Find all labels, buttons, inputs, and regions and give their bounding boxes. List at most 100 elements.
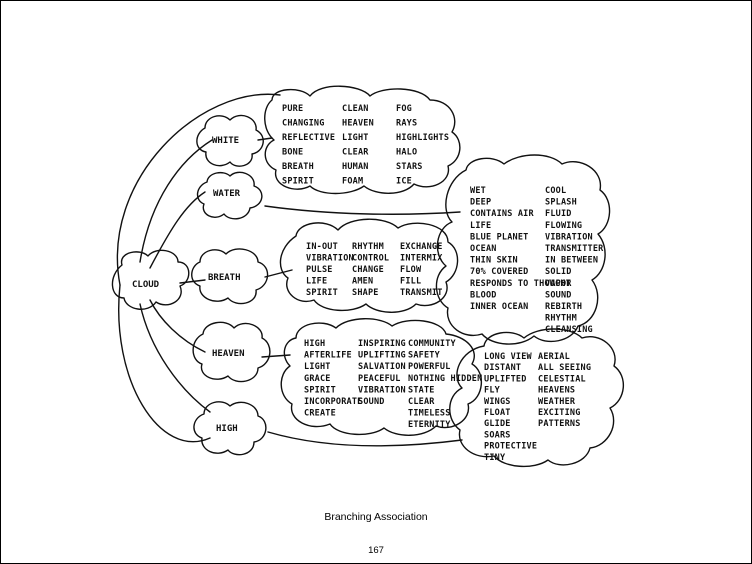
- word-breath-1: VIBRATION: [306, 254, 354, 264]
- word-heaven-20: ETERNITY: [408, 420, 451, 430]
- word-heaven-6: CREATE: [304, 409, 336, 419]
- word-high-1: DISTANT: [484, 363, 521, 373]
- word-high-2: UPLIFTED: [484, 374, 527, 384]
- word-breath-8: AMEN: [352, 277, 373, 287]
- word-heaven-14: SAFETY: [408, 351, 441, 361]
- word-water-3: LIFE: [470, 221, 491, 231]
- word-water-0: WET: [470, 186, 486, 196]
- word-high-10: AERIAL: [538, 352, 570, 362]
- word-water-2: CONTAINS AIR: [470, 209, 534, 219]
- word-water-11: COOL: [545, 186, 566, 196]
- branch-label-breath: BREATH: [208, 273, 241, 283]
- branch-label-water: WATER: [213, 189, 241, 199]
- word-water-8: RESPONDS TO THOUGHT: [470, 279, 571, 289]
- word-breath-7: CHANGE: [352, 265, 384, 275]
- word-breath-13: FILL: [400, 277, 421, 287]
- word-breath-4: SPIRIT: [306, 288, 338, 298]
- word-heaven-7: INSPIRING: [358, 339, 406, 349]
- connector-heaven-words: [261, 354, 291, 358]
- word-water-9: BLOOD: [470, 290, 497, 300]
- word-high-6: GLIDE: [484, 419, 511, 429]
- word-high-13: HEAVENS: [538, 386, 575, 396]
- word-heaven-12: SOUND: [358, 397, 385, 407]
- word-heaven-10: PEACEFUL: [358, 374, 401, 384]
- branch-label-white: WHITE: [212, 136, 239, 146]
- word-water-17: IN BETWEEN: [545, 256, 598, 266]
- word-breath-2: PULSE: [306, 265, 333, 275]
- connector-outer-arc-bottom: [118, 284, 211, 443]
- word-white-15: HALO: [396, 148, 417, 158]
- word-white-8: LIGHT: [342, 133, 369, 143]
- word-high-0: LONG VIEW: [484, 352, 533, 362]
- word-heaven-8: UPLIFTING: [358, 351, 406, 361]
- word-heaven-19: TIMELESS: [408, 409, 451, 419]
- word-high-5: FLOAT: [484, 408, 511, 418]
- word-breath-0: IN-OUT: [306, 242, 338, 252]
- word-cloud-high: [449, 328, 624, 467]
- word-water-12: SPLASH: [545, 198, 577, 208]
- word-breath-11: INTERMIX: [400, 254, 443, 264]
- word-white-6: CLEAN: [342, 104, 369, 114]
- word-water-22: RHYTHM: [545, 314, 577, 324]
- node-cloud-water: [196, 171, 263, 220]
- word-heaven-4: SPIRIT: [304, 385, 336, 395]
- word-heaven-9: SALVATION: [358, 362, 406, 372]
- word-white-3: BONE: [282, 148, 303, 158]
- word-heaven-18: CLEAR: [408, 397, 435, 407]
- word-white-7: HEAVEN: [342, 119, 374, 129]
- word-breath-3: LIFE: [306, 277, 327, 287]
- word-white-10: HUMAN: [342, 162, 369, 172]
- connector-cloud-white: [139, 139, 213, 263]
- word-water-18: SOLID: [545, 267, 572, 277]
- connector-cloud-breath: [179, 279, 206, 284]
- node-cloud-breath: [191, 248, 269, 305]
- word-water-13: FLUID: [545, 209, 572, 219]
- word-white-4: BREATH: [282, 162, 314, 172]
- word-water-10: INNER OCEAN: [470, 302, 529, 312]
- word-heaven-17: STATE: [408, 385, 435, 395]
- connector-white-words: [257, 137, 273, 141]
- word-high-16: PATTERNS: [538, 419, 581, 429]
- word-water-23: CLEANSING: [545, 325, 593, 335]
- word-breath-5: RHYTHM: [352, 242, 384, 252]
- node-cloud-heaven: [192, 321, 271, 383]
- figure-caption: Branching Association: [324, 511, 428, 523]
- word-heaven-11: VIBRATION: [358, 385, 406, 395]
- word-high-4: WINGS: [484, 397, 511, 407]
- branch-label-high: HIGH: [216, 424, 238, 434]
- connector-water-words: [264, 205, 461, 215]
- word-heaven-0: HIGH: [304, 339, 325, 349]
- connector-cloud-high: [139, 303, 211, 413]
- word-water-19: VAPOR: [545, 279, 572, 289]
- node-cloud-high: [193, 401, 267, 456]
- word-white-9: CLEAR: [342, 148, 369, 158]
- root-cloud-shape: [111, 249, 190, 310]
- branch-label-heaven: HEAVEN: [212, 349, 245, 359]
- word-high-15: EXCITING: [538, 408, 581, 418]
- word-white-14: HIGHLIGHTS: [396, 133, 449, 143]
- connector-outer-arc: [116, 93, 281, 286]
- word-high-9: TINY: [484, 453, 506, 463]
- page-number: 167: [368, 545, 384, 556]
- word-white-1: CHANGING: [282, 119, 325, 129]
- word-heaven-3: GRACE: [304, 374, 331, 384]
- word-white-2: REFLECTIVE: [282, 133, 335, 143]
- word-breath-6: CONTROL: [352, 254, 389, 264]
- word-cloud-water: [435, 154, 611, 345]
- connector-breath-words: [264, 269, 293, 278]
- word-water-20: SOUND: [545, 290, 572, 300]
- word-white-12: FOG: [396, 104, 412, 114]
- connector-high-words: [267, 431, 463, 447]
- word-high-11: ALL SEEING: [538, 363, 591, 373]
- word-white-17: ICE: [396, 177, 412, 187]
- word-water-4: BLUE PLANET: [470, 232, 529, 242]
- word-breath-12: FLOW: [400, 265, 422, 275]
- word-water-16: TRANSMITTER: [545, 244, 604, 254]
- word-cloud-white: [264, 85, 461, 195]
- word-white-11: FOAM: [342, 177, 363, 187]
- word-high-3: FLY: [484, 386, 501, 396]
- word-white-13: RAYS: [396, 119, 417, 129]
- word-high-8: PROTECTIVE: [484, 442, 537, 452]
